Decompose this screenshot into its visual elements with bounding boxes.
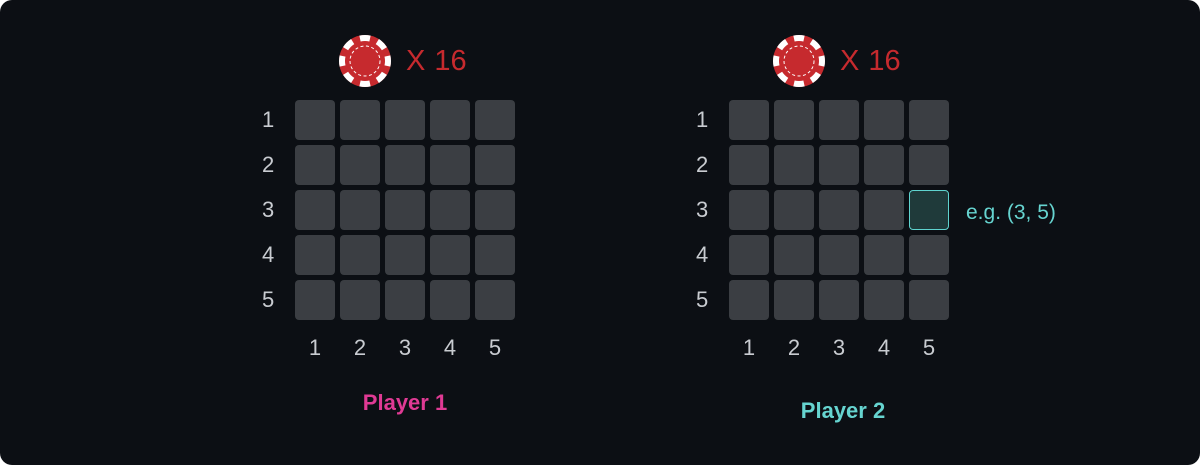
- grid-cell[interactable]: [909, 145, 949, 185]
- grid-cell[interactable]: [864, 145, 904, 185]
- grid-cell[interactable]: [340, 190, 380, 230]
- column-label: 1: [308, 335, 322, 360]
- column-label: 2: [787, 335, 801, 360]
- row-label: 2: [262, 152, 275, 177]
- grid-cell[interactable]: [295, 280, 335, 320]
- column-label: 2: [353, 335, 367, 360]
- column-label: 5: [488, 335, 502, 360]
- grid-cell[interactable]: [819, 145, 859, 185]
- column-label: 5: [922, 335, 936, 360]
- grid-cell[interactable]: [729, 190, 769, 230]
- grid-cell[interactable]: [385, 235, 425, 275]
- grid-cell[interactable]: [385, 280, 425, 320]
- player-label: Player 1: [362, 390, 448, 415]
- grid-cell[interactable]: [295, 145, 335, 185]
- grid-cell[interactable]: [430, 280, 470, 320]
- poker-chip-icon: [772, 34, 826, 88]
- grid-cell[interactable]: [864, 100, 904, 140]
- column-label: 3: [398, 335, 412, 360]
- grid-cell[interactable]: [819, 100, 859, 140]
- player-label: Player 2: [800, 398, 886, 423]
- grid-cell[interactable]: [729, 100, 769, 140]
- grid-cell[interactable]: [295, 100, 335, 140]
- column-label: 1: [742, 335, 756, 360]
- grid-cell[interactable]: [774, 145, 814, 185]
- grid-cell[interactable]: [340, 280, 380, 320]
- row-label: 1: [696, 107, 709, 132]
- grid-cell[interactable]: [909, 235, 949, 275]
- row-label: 5: [262, 287, 275, 312]
- row-label: 2: [696, 152, 709, 177]
- column-label: 4: [877, 335, 891, 360]
- grid-cell[interactable]: [340, 100, 380, 140]
- multiplier-value: 16: [868, 45, 901, 77]
- row-label: 3: [696, 197, 709, 222]
- grid-cell[interactable]: [729, 235, 769, 275]
- grid-cell[interactable]: [430, 235, 470, 275]
- grid-cell[interactable]: [909, 100, 949, 140]
- grid-cell[interactable]: [729, 280, 769, 320]
- grid-cell[interactable]: [430, 190, 470, 230]
- grid-cell[interactable]: [295, 190, 335, 230]
- grid-cell[interactable]: [819, 235, 859, 275]
- grid-cell[interactable]: [864, 190, 904, 230]
- grid-cell[interactable]: [774, 235, 814, 275]
- example-coordinate-hint: e.g. (3, 5): [966, 201, 1056, 224]
- grid-cell[interactable]: [819, 280, 859, 320]
- highlighted-grid-cell[interactable]: [909, 190, 949, 230]
- grid-cell[interactable]: [385, 190, 425, 230]
- grid-cell[interactable]: [864, 235, 904, 275]
- grid-cell[interactable]: [340, 145, 380, 185]
- grid-cell[interactable]: [340, 235, 380, 275]
- grid-cell[interactable]: [475, 145, 515, 185]
- row-label: 4: [262, 242, 275, 267]
- grid-cell[interactable]: [475, 100, 515, 140]
- poker-chip-icon: [338, 34, 392, 88]
- grid-cell[interactable]: [729, 145, 769, 185]
- grid-cell[interactable]: [909, 280, 949, 320]
- grid-cell[interactable]: [774, 100, 814, 140]
- grid-cell[interactable]: [475, 280, 515, 320]
- grid-cell[interactable]: [774, 190, 814, 230]
- row-label: 4: [696, 242, 709, 267]
- multiplier-prefix: X: [406, 45, 426, 77]
- grid-cell[interactable]: [385, 145, 425, 185]
- grid-cell[interactable]: [385, 100, 425, 140]
- grid-cell[interactable]: [430, 100, 470, 140]
- column-label: 4: [443, 335, 457, 360]
- grid-cell[interactable]: [475, 235, 515, 275]
- grid-cell[interactable]: [819, 190, 859, 230]
- row-label: 5: [696, 287, 709, 312]
- multiplier-value: 16: [434, 45, 467, 77]
- row-label: 1: [262, 107, 275, 132]
- row-label: 3: [262, 197, 275, 222]
- grid-cell[interactable]: [774, 280, 814, 320]
- grid-cell[interactable]: [295, 235, 335, 275]
- grid-cell[interactable]: [430, 145, 470, 185]
- grid-cell[interactable]: [475, 190, 515, 230]
- grid-cell[interactable]: [864, 280, 904, 320]
- multiplier-prefix: X: [840, 45, 860, 77]
- column-label: 3: [832, 335, 846, 360]
